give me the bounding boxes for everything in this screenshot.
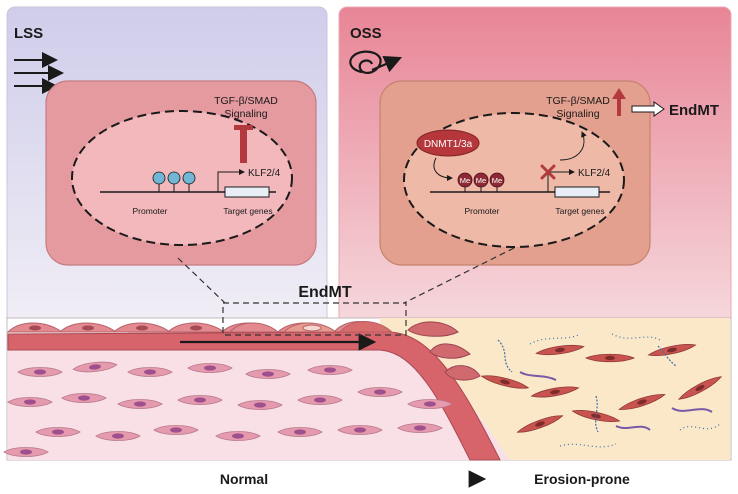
transitioning-cells — [407, 321, 481, 381]
lss-label: LSS — [14, 25, 43, 42]
lss-signal-line2: Signaling — [224, 108, 267, 120]
oss-target-label: Target genes — [555, 206, 604, 216]
zoom-box — [222, 302, 407, 336]
lss-unmethylated-sites-icon — [152, 171, 196, 192]
lss-promoter-label: Promoter — [133, 206, 168, 216]
footer-normal: Normal — [220, 471, 268, 487]
intima-band — [7, 331, 501, 461]
lss-target-label: Target genes — [223, 206, 272, 216]
methylated-sites-icon — [457, 172, 505, 192]
upregulation-arrow-icon — [612, 88, 626, 116]
dnmt-enzyme — [416, 129, 480, 157]
lss-signal-line1: TGF-β/SMAD — [214, 95, 278, 107]
oss-endmt-label: EndMT — [669, 102, 719, 119]
lss-target-gene-box — [224, 186, 270, 198]
collagen-fibers — [497, 333, 721, 448]
klf-to-signaling-arrow-icon — [559, 131, 587, 161]
laminar-flow-arrows-icon — [14, 52, 64, 94]
footer-erosion-prone: Erosion-prone — [534, 471, 630, 487]
blocked-transcription-icon — [540, 164, 556, 180]
lss-transcription-arrow-icon — [217, 169, 245, 192]
oss-signal-line1: TGF-β/SMAD — [546, 95, 610, 107]
oss-target-gene-box — [554, 186, 600, 198]
oss-label: OSS — [350, 25, 382, 42]
dnmt-to-promoter-arrow-icon — [433, 157, 453, 181]
lss-inhibition-icon — [234, 125, 253, 163]
oss-gene-label: KLF2/4 — [578, 168, 611, 179]
oss-promoter-label: Promoter — [465, 206, 500, 216]
methyl-mark-2: Me — [476, 176, 486, 185]
methyl-mark-1: Me — [460, 176, 470, 185]
vessel-endmt-label: EndMT — [298, 284, 352, 301]
methyl-mark-3: Me — [492, 176, 502, 185]
oss-signal-line2: Signaling — [556, 108, 599, 120]
dnmt-label: DNMT1/3a — [424, 139, 473, 150]
lss-gene-label: KLF2/4 — [248, 168, 281, 179]
oscillatory-flow-icon — [349, 52, 400, 73]
lss-nucleus — [71, 110, 293, 246]
endmt-output-arrow-icon — [631, 101, 665, 117]
